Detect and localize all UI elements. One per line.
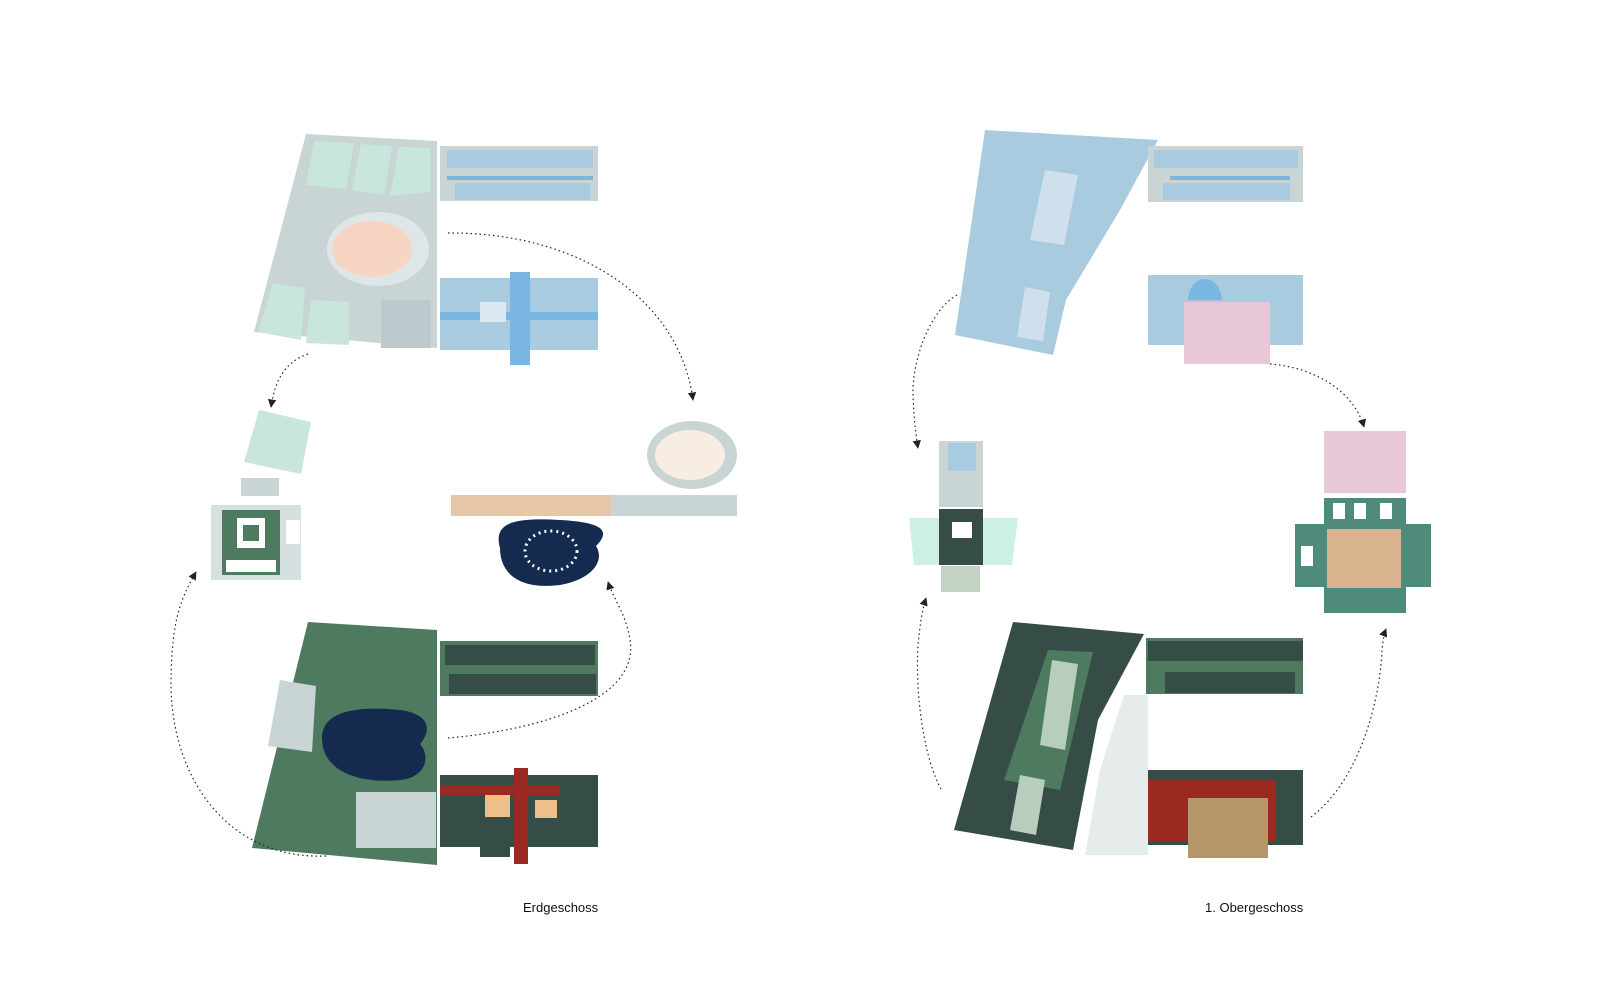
first-floor-right-detail-plan bbox=[1295, 431, 1431, 613]
ground-floor-caption: Erdgeschoss bbox=[523, 900, 599, 915]
ground-floor-overview-plan bbox=[254, 134, 598, 365]
ground-floor-main-plan bbox=[252, 622, 598, 865]
first-floor-left-detail-plan bbox=[909, 441, 1018, 592]
ground-floor-right-detail-plan bbox=[451, 421, 737, 586]
first-floor-main-plan bbox=[954, 622, 1303, 858]
first-floor-overview-plan bbox=[955, 130, 1303, 364]
ground-floor-arrows bbox=[170, 232, 697, 857]
first-floor-caption: 1. Obergeschoss bbox=[1205, 900, 1304, 915]
ground-floor-left-detail-plan bbox=[211, 410, 311, 580]
first-floor-arrows bbox=[912, 294, 1388, 818]
